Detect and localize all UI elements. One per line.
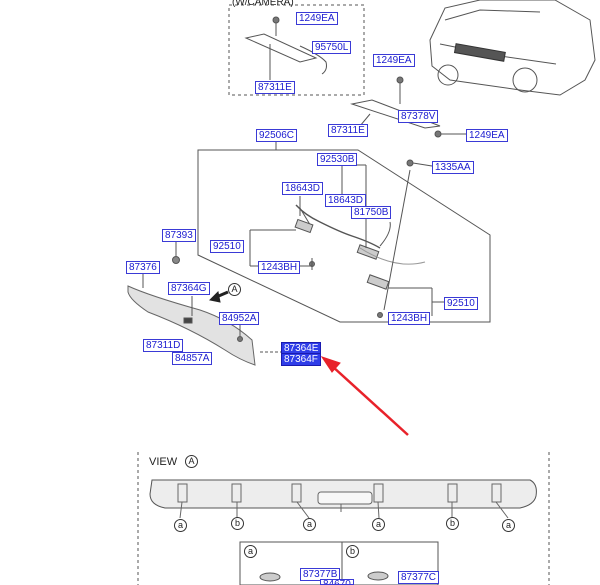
part-label-81750b[interactable]: 81750B (351, 206, 392, 219)
part-label-cut-off[interactable]: 84670 (320, 579, 354, 585)
camera-variant-frame (228, 4, 365, 96)
marker-b-1: b (231, 517, 244, 530)
part-label-87393[interactable]: 87393 (162, 229, 196, 242)
marker-b-2: b (446, 517, 459, 530)
part-label-87377c[interactable]: 87377C (398, 571, 440, 584)
part-label-92510-left[interactable]: 92510 (210, 240, 244, 253)
part-label-1243bh-right[interactable]: 1243BH (388, 312, 431, 325)
view-label: VIEW (149, 456, 178, 468)
part-label-84857a[interactable]: 84857A (172, 352, 213, 365)
part-label-92506c[interactable]: 92506C (256, 129, 298, 142)
highlight-arrow (331, 365, 409, 436)
part-label-87311e-mid[interactable]: 87311E (328, 124, 368, 137)
view-ref-marker: A (185, 455, 198, 468)
tailgate-garnish (127, 285, 256, 366)
part-label-1243bh-left[interactable]: 1243BH (258, 261, 301, 274)
detail-b-frame (341, 541, 439, 585)
part-label-1249ea-top[interactable]: 1249EA (296, 12, 338, 25)
wiring-group-frame (197, 149, 491, 323)
part-label-1249ea-mid[interactable]: 1249EA (373, 54, 415, 67)
part-label-92530b[interactable]: 92530B (317, 153, 358, 166)
marker-a-2: a (303, 518, 316, 531)
part-label-18643d-b[interactable]: 18643D (325, 194, 367, 207)
camera-variant-label: (W/CAMERA) (232, 0, 294, 8)
marker-a-4: a (502, 519, 515, 532)
marker-a-1: a (174, 519, 187, 532)
detail-b-marker: b (346, 545, 359, 558)
camera-cable (299, 45, 327, 75)
part-label-95750l[interactable]: 95750L (312, 41, 352, 54)
part-label-87378v[interactable]: 87378V (398, 110, 439, 123)
part-label-87311e-top[interactable]: 87311E (255, 81, 295, 94)
part-label-87311d[interactable]: 87311D (143, 339, 184, 352)
view-frame (137, 452, 550, 585)
part-label-87364g[interactable]: 87364G (168, 282, 210, 295)
wiring-harness (295, 204, 381, 249)
part-label-92510-right[interactable]: 92510 (444, 297, 478, 310)
marker-a-3: a (372, 518, 385, 531)
camera-bracket (244, 33, 318, 63)
highlight-arrowhead (320, 356, 341, 373)
detail-a-marker: a (244, 545, 257, 558)
view-arrow-marker: A (228, 283, 241, 296)
vehicle-outline (429, 0, 596, 96)
part-label-87364f[interactable]: 87364F (281, 353, 321, 366)
part-label-1335aa[interactable]: 1335AA (432, 161, 474, 174)
part-label-84952a[interactable]: 84952A (219, 312, 260, 325)
part-label-18643d-a[interactable]: 18643D (282, 182, 324, 195)
part-label-1249ea-right[interactable]: 1249EA (466, 129, 508, 142)
part-label-87376[interactable]: 87376 (126, 261, 160, 274)
